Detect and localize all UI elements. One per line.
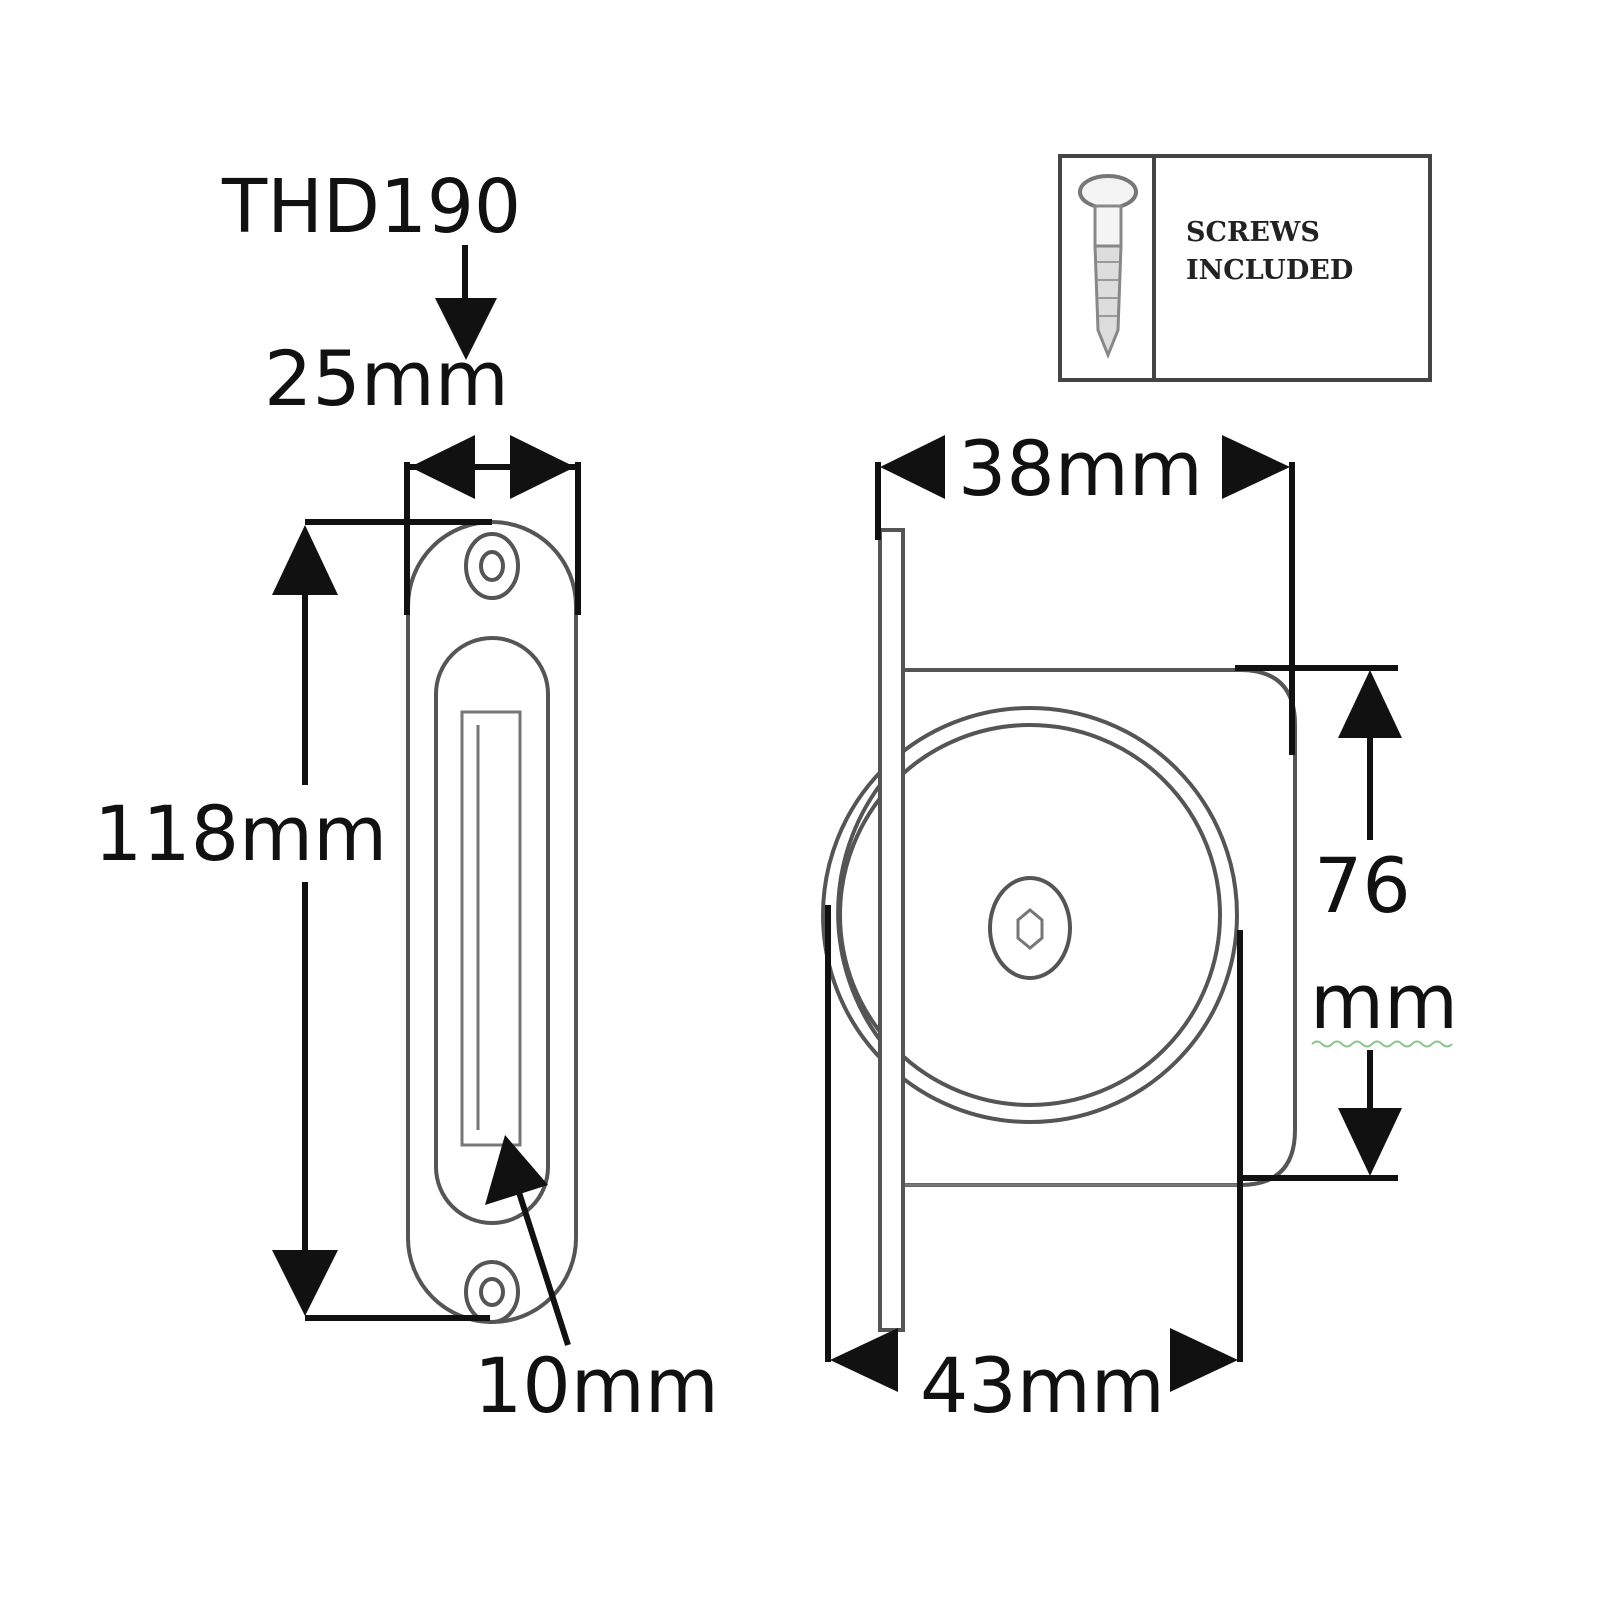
width-bottom-right-dimension xyxy=(825,905,1243,1392)
width-bottom-right-label: 43mm xyxy=(920,1341,1165,1430)
screw-icon xyxy=(1078,174,1138,360)
height-right-dimension xyxy=(1235,665,1453,1181)
slot-pointer-arrow xyxy=(485,1135,571,1346)
model-pointer-arrow xyxy=(435,245,497,360)
screw-hole-bottom xyxy=(464,1260,520,1324)
height-left-label: 118mm xyxy=(94,789,387,878)
width-top-right-dimension xyxy=(875,435,1295,755)
slot-label: 10mm xyxy=(474,1341,719,1430)
axle-hub xyxy=(988,876,1072,980)
width-left-dimension xyxy=(404,435,581,615)
front-view-pulley xyxy=(821,528,1297,1332)
height-left-dimension xyxy=(272,519,492,1321)
screw-hole-top xyxy=(464,532,520,600)
width-top-right-label: 38mm xyxy=(958,424,1203,513)
screws-included-badge: SCREWS INCLUDED xyxy=(1058,154,1432,382)
height-right-unit: mm xyxy=(1310,957,1458,1046)
model-label: THD190 xyxy=(221,164,521,250)
mounting-plate xyxy=(878,528,905,1332)
badge-line1: SCREWS xyxy=(1186,217,1320,248)
badge-line2: INCLUDED xyxy=(1186,255,1353,286)
height-right-value: 76 xyxy=(1314,841,1411,930)
width-left-label: 25mm xyxy=(264,334,509,423)
